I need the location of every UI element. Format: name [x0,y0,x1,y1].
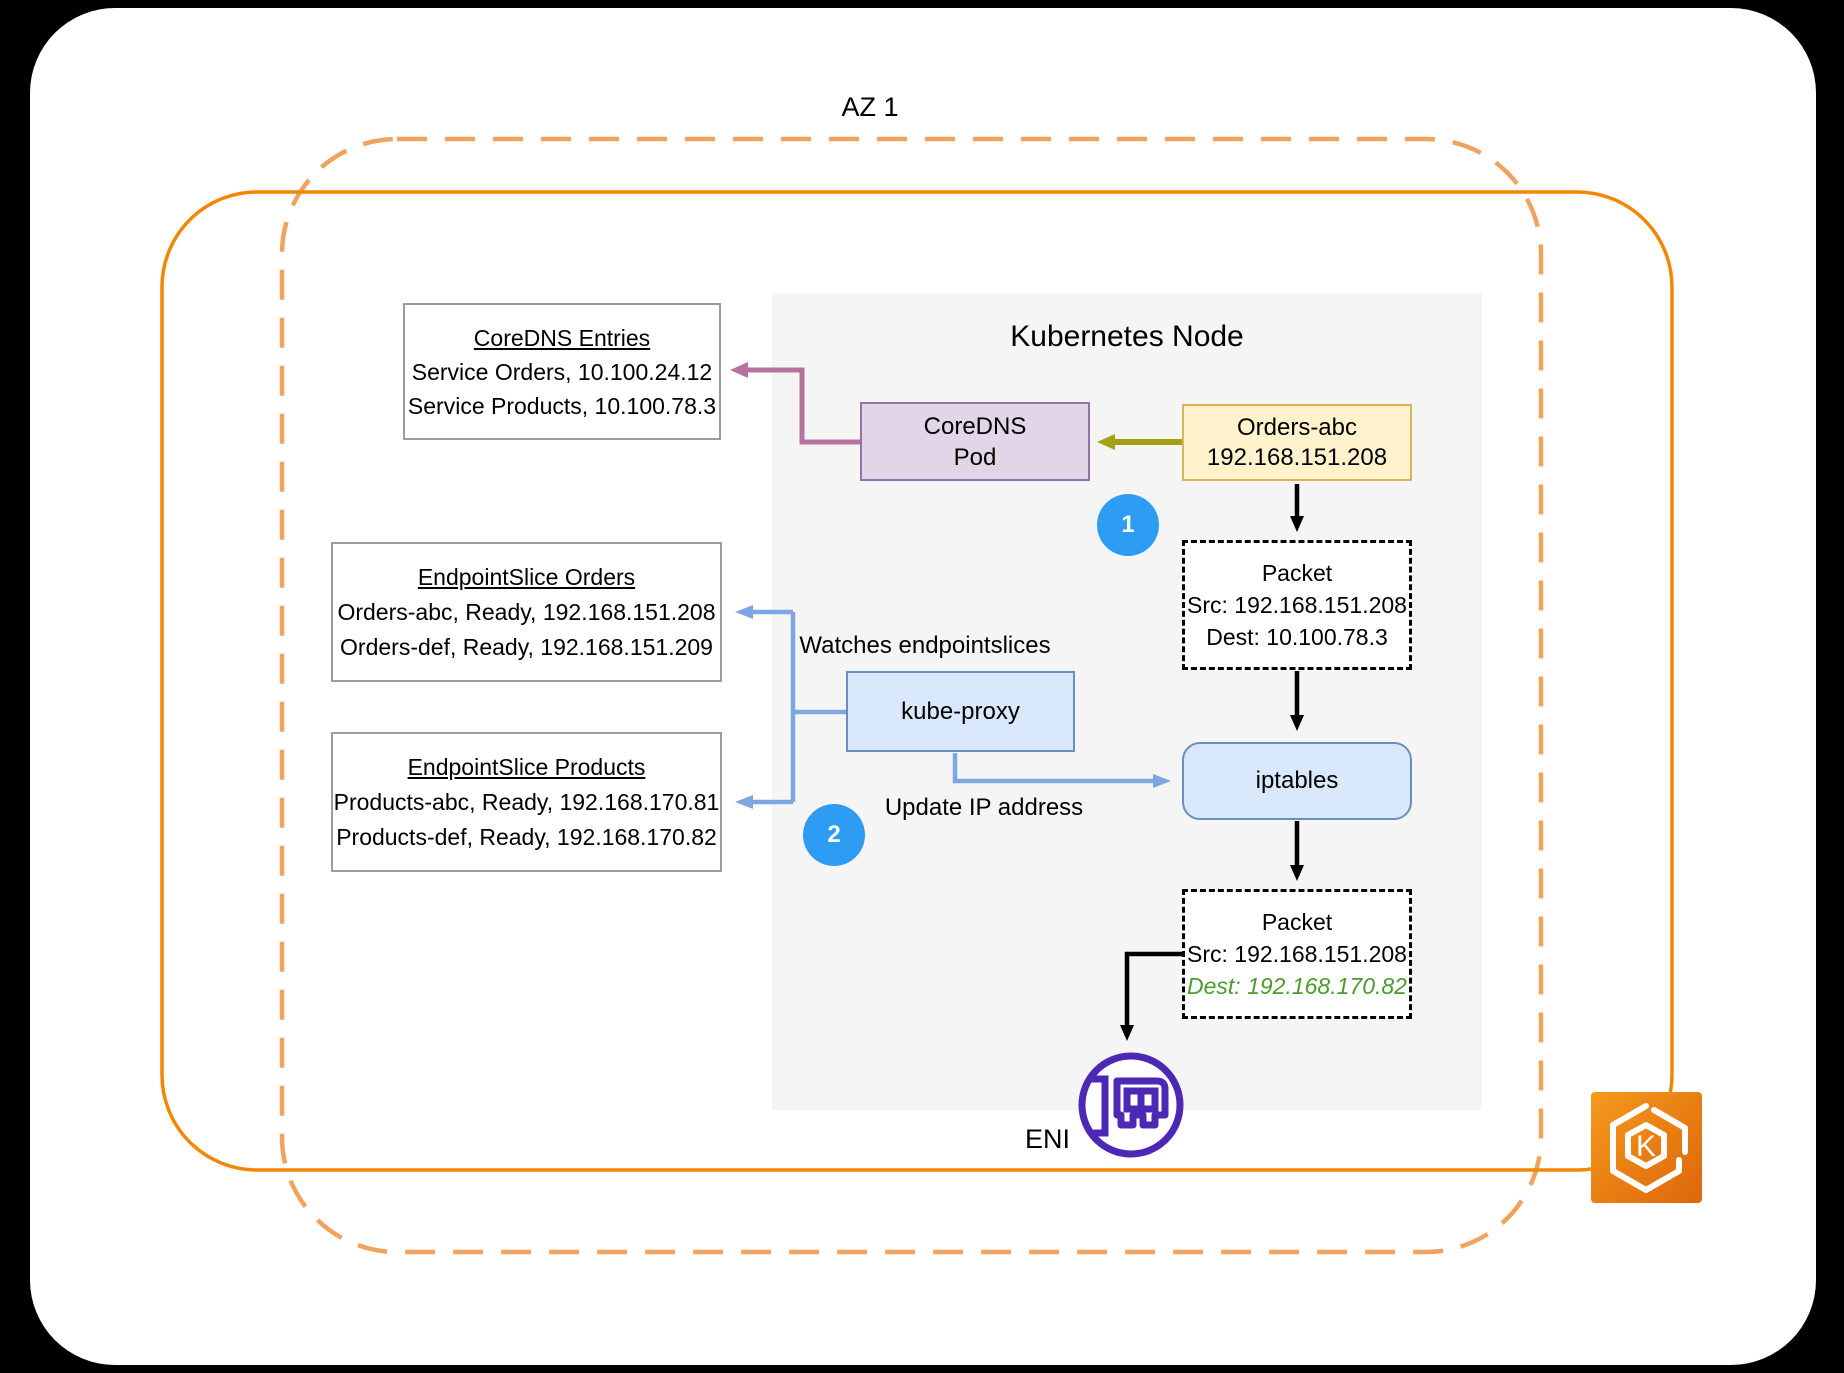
packet-dest: Dest: 10.100.78.3 [1206,624,1388,650]
orders-abc-pod-name: Orders-abc [1236,413,1358,441]
coredns-entries-title: CoreDNS Entries [473,324,651,351]
step-1-badge: 1 [1097,494,1159,556]
coredns-entries-box: CoreDNS Entries Service Orders, 10.100.2… [403,303,721,440]
watches-endpointslices-label: Watches endpointslices [799,632,1051,659]
update-ip-address-label: Update IP address [884,794,1084,821]
endpointslice-orders-title: EndpointSlice Orders [417,563,636,590]
orders-abc-pod-box: Orders-abc 192.168.151.208 [1182,404,1412,481]
kube-proxy-box: kube-proxy [846,671,1075,752]
orders-abc-pod-ip: 192.168.151.208 [1206,443,1388,471]
endpointslice-products-entry-def: Products-def, Ready, 192.168.170.82 [336,823,717,850]
coredns-pod-box: CoreDNS Pod [860,402,1090,481]
coredns-pod-subtitle: Pod [953,443,997,471]
endpointslice-products-box: EndpointSlice Products Products-abc, Rea… [331,732,722,872]
packet-dest-rewritten: Dest: 192.168.170.82 [1187,973,1407,999]
packet-box-rewritten: Packet Src: 192.168.151.208 Dest: 192.16… [1182,889,1412,1019]
coredns-pod-name: CoreDNS [923,412,1027,440]
az-1-label: AZ 1 [841,91,899,122]
endpointslice-products-entry-abc: Products-abc, Ready, 192.168.170.81 [333,788,720,815]
coredns-entry-products: Service Products, 10.100.78.3 [407,392,717,419]
coredns-entry-orders: Service Orders, 10.100.24.12 [411,358,713,385]
packet-title: Packet [1261,909,1333,935]
packet-src: Src: 192.168.151.208 [1187,941,1407,967]
endpointslice-orders-box: EndpointSlice Orders Orders-abc, Ready, … [331,542,722,682]
iptables-box: iptables [1182,742,1412,820]
endpointslice-orders-entry-def: Orders-def, Ready, 192.168.151.209 [340,633,713,660]
endpointslice-orders-entry-abc: Orders-abc, Ready, 192.168.151.208 [337,598,716,625]
packet-box-original: Packet Src: 192.168.151.208 Dest: 10.100… [1182,540,1412,670]
endpointslice-products-title: EndpointSlice Products [407,753,646,780]
step-2-badge: 2 [803,804,865,866]
packet-title: Packet [1261,560,1333,586]
kubernetes-node-title: Kubernetes Node [1010,320,1244,353]
eni-label: ENI [1024,1123,1070,1154]
packet-src: Src: 192.168.151.208 [1187,592,1407,618]
